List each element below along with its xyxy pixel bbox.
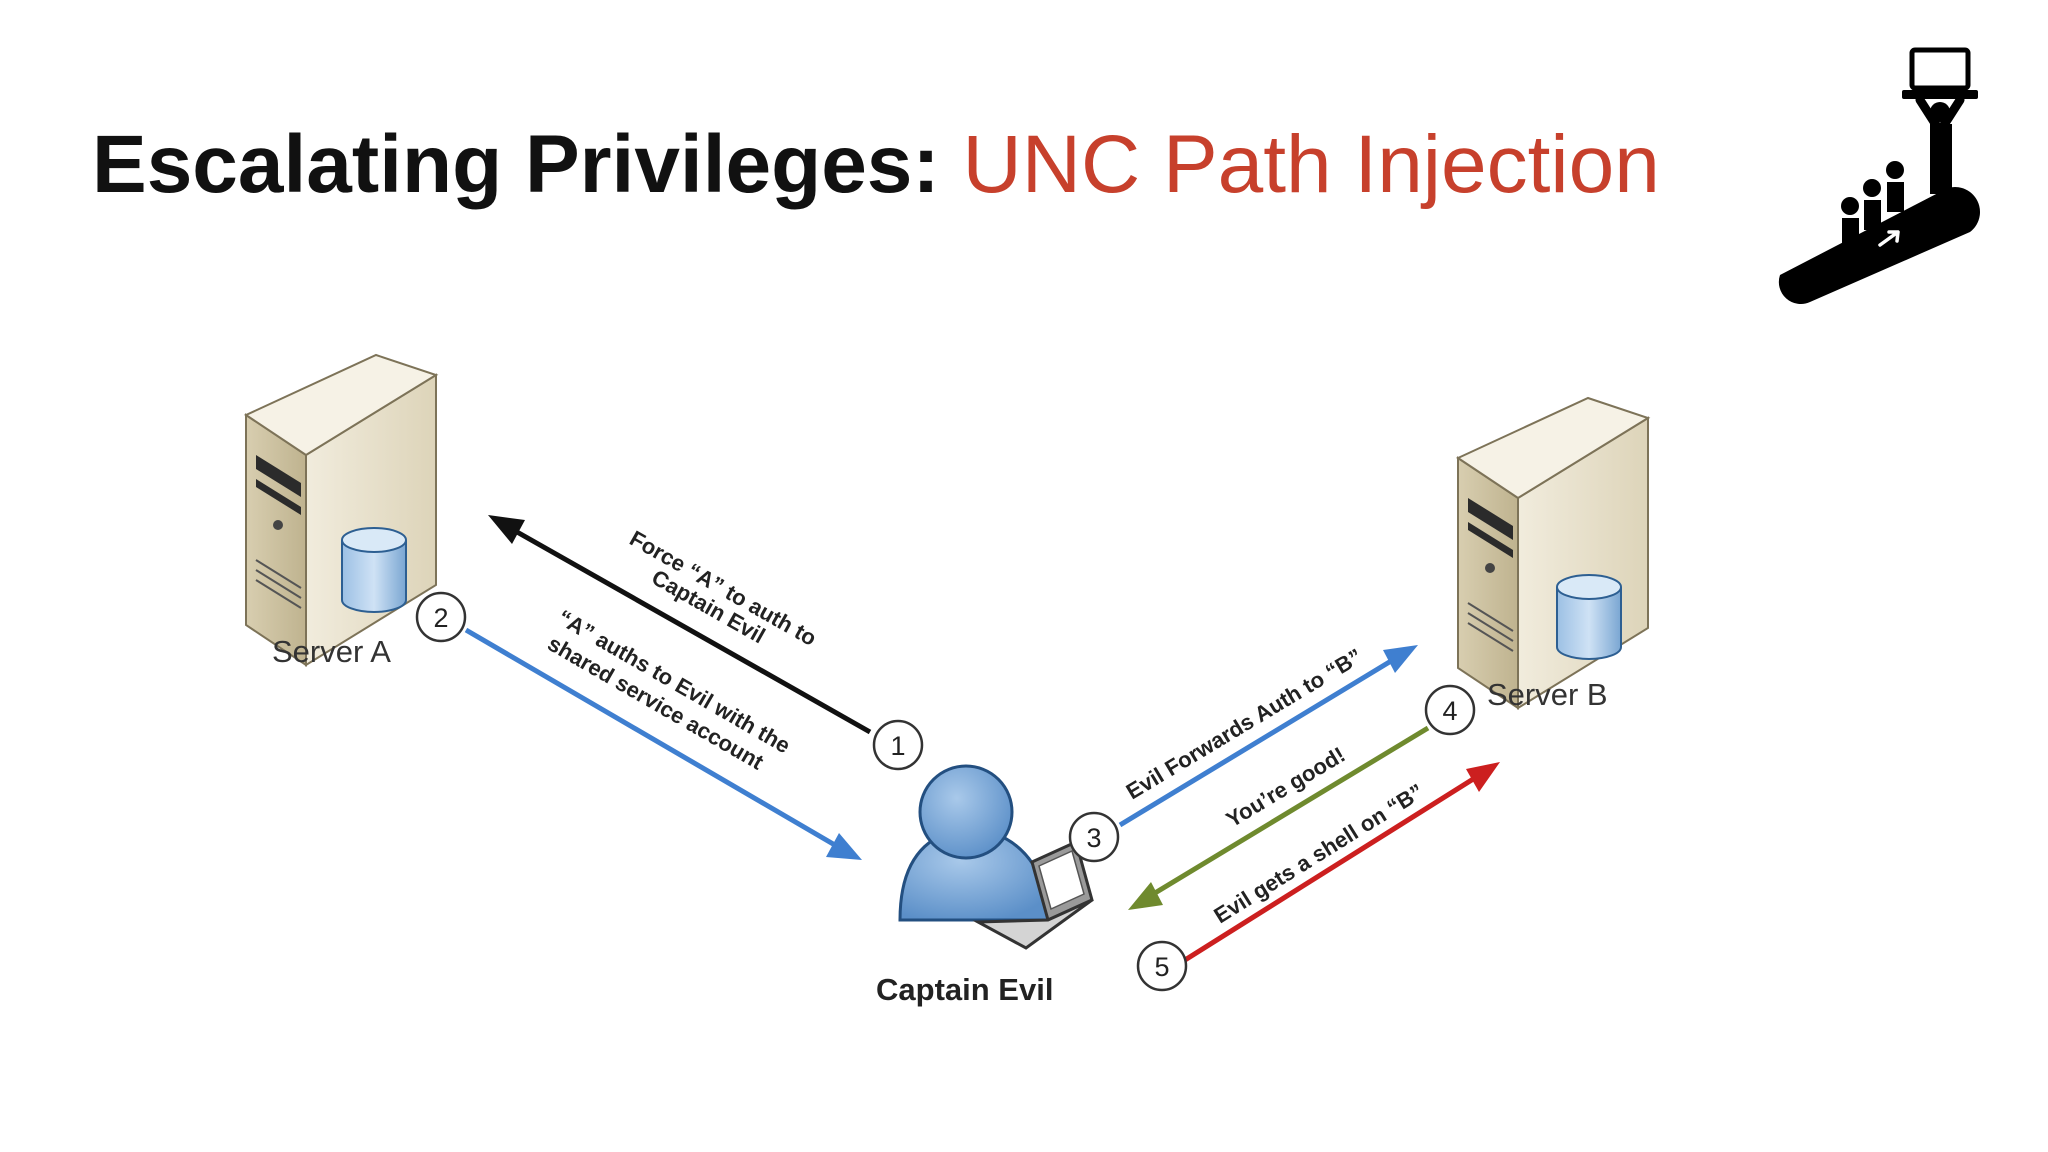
step-3-number: 3 xyxy=(1086,823,1101,853)
server-a-label: Server A xyxy=(272,634,391,669)
server-tower-icon xyxy=(1457,397,1649,709)
slide-title: Escalating Privileges: UNC Path Injectio… xyxy=(92,118,1660,212)
step-2-badge: 2 xyxy=(415,591,467,643)
step-2-number: 2 xyxy=(433,603,448,633)
server-b-label: Server B xyxy=(1487,677,1608,712)
server-b: Server B xyxy=(1457,397,1649,712)
database-cylinder-icon xyxy=(341,527,407,613)
database-cylinder-icon xyxy=(1556,574,1622,660)
user-with-laptop-icon xyxy=(898,764,1094,950)
step-1-badge: 1 xyxy=(872,719,924,771)
escalator-icon xyxy=(1778,47,1980,304)
step-5-arrow xyxy=(1183,762,1500,963)
step-1-arrow xyxy=(488,515,872,735)
step-4-arrow xyxy=(1128,725,1430,910)
server-tower-icon xyxy=(245,354,437,666)
step-2-arrow xyxy=(464,627,862,860)
step-5-number: 5 xyxy=(1154,952,1169,982)
captain-evil-label: Captain Evil xyxy=(876,972,1053,1007)
title-accent: UNC Path Injection xyxy=(962,119,1660,210)
captain-evil: Captain Evil xyxy=(876,764,1094,1007)
server-a: Server A xyxy=(245,354,437,669)
step-4-badge: 4 xyxy=(1424,684,1476,736)
step-5-badge: 5 xyxy=(1136,940,1188,992)
step-3-label: Evil Forwards Auth to “B” xyxy=(1122,644,1367,805)
step-3-badge: 3 xyxy=(1068,811,1120,863)
step-3-arrow xyxy=(1118,645,1418,828)
step-4-number: 4 xyxy=(1442,696,1457,726)
title-main: Escalating Privileges: xyxy=(92,119,940,210)
step-1-number: 1 xyxy=(890,731,905,761)
